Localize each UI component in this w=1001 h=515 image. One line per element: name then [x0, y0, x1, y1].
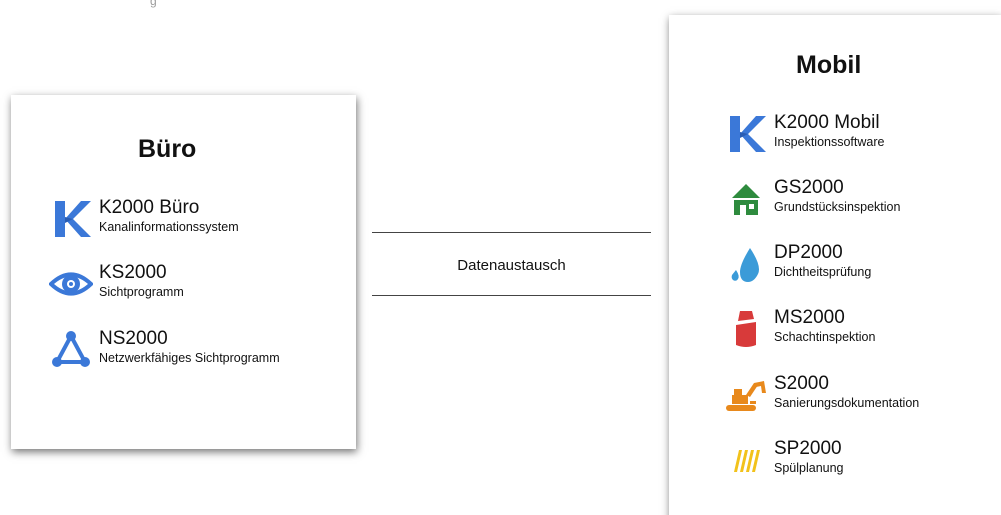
exchange-label: Datenaustausch [457, 257, 566, 274]
mobil-panel: Mobil K2000 Mobil Inspektionssoftware [669, 15, 1001, 515]
mobil-item-dp2000: DP2000 Dichtheitsprüfung [724, 242, 871, 286]
item-name: K2000 Mobil [774, 112, 880, 133]
item-desc: Sichtprogramm [99, 285, 184, 299]
water-drop-icon [724, 242, 768, 286]
item-desc: Spülplanung [774, 461, 844, 475]
eye-icon [49, 262, 93, 306]
item-desc: Dichtheitsprüfung [774, 265, 872, 279]
mobil-item-sp2000: SP2000 Spülplanung [724, 438, 844, 482]
item-desc: Schachtinspektion [774, 330, 876, 344]
house-icon [724, 177, 768, 221]
item-name: S2000 [774, 373, 829, 394]
mobil-item-gs2000: GS2000 Grundstücksinspektion [724, 177, 900, 221]
item-name: K2000 Büro [99, 197, 200, 218]
mobil-item-s2000: S2000 Sanierungsdokumentation [724, 373, 919, 417]
mobil-title: Mobil [796, 51, 862, 79]
buero-title: Büro [138, 135, 197, 163]
item-name: GS2000 [774, 177, 844, 198]
item-desc: Kanalinformationssystem [99, 220, 239, 234]
item-desc: Grundstücksinspektion [774, 200, 901, 214]
buero-panel: Büro K2000 Büro Kanalinformationssystem [11, 95, 356, 449]
k-logo-icon [724, 112, 768, 156]
item-desc: Sanierungsdokumentation [774, 396, 920, 410]
item-name: MS2000 [774, 307, 845, 328]
buero-item-k2000: K2000 Büro Kanalinformationssystem [49, 197, 239, 241]
exchange-line-top [372, 232, 651, 233]
item-name: SP2000 [774, 438, 842, 459]
top-fragment-text: g [150, 0, 157, 8]
exchange-line-bottom [372, 295, 651, 296]
item-desc: Netzwerkfähiges Sichtprogramm [99, 351, 280, 365]
excavator-icon [724, 373, 768, 417]
buero-item-ks2000: KS2000 Sichtprogramm [49, 262, 184, 306]
item-desc: Inspektionssoftware [774, 135, 885, 149]
flush-hose-icon [724, 438, 768, 482]
item-name: KS2000 [99, 262, 167, 283]
item-name: DP2000 [774, 242, 843, 263]
buero-item-ns2000: NS2000 Netzwerkfähiges Sichtprogramm [49, 328, 280, 372]
mobil-item-k2000: K2000 Mobil Inspektionssoftware [724, 112, 884, 156]
item-name: NS2000 [99, 328, 168, 349]
network-triangle-icon [49, 328, 93, 372]
manhole-shaft-icon [724, 307, 768, 351]
mobil-item-ms2000: MS2000 Schachtinspektion [724, 307, 875, 351]
k-logo-icon [49, 197, 93, 241]
